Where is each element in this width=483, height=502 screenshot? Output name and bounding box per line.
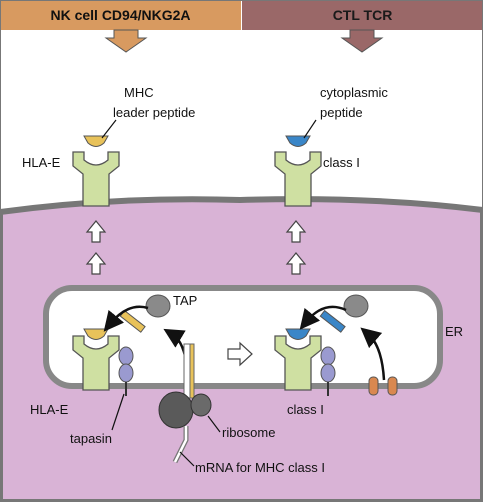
leader-peptide-er [83, 328, 109, 340]
hla-e-surface-label: HLA-E [22, 155, 61, 170]
peptide-channel [368, 376, 398, 396]
tapasin-pointer [111, 393, 125, 431]
ctl-header-arrow-icon [340, 29, 384, 53]
endoplasmic-reticulum [43, 285, 443, 389]
peptide-label: peptide [320, 105, 363, 120]
ribosome-pointer [207, 415, 221, 433]
tap-left [119, 294, 171, 333]
peptide-transport-arrow [103, 305, 149, 332]
class-i-er-label: class I [287, 402, 324, 417]
nk-cell-header: NK cell CD94/NKG2A [0, 0, 241, 30]
ctl-header-text: CTL TCR [332, 7, 393, 23]
tapasin-left [118, 346, 134, 396]
leader-peptide-surface [83, 135, 109, 147]
tap-label: TAP [173, 293, 197, 308]
leader-peptide-label: leader peptide [113, 105, 195, 120]
cytoplasmic-peptide-arrow [299, 305, 347, 330]
mhc-label: MHC [124, 85, 154, 100]
mrna-pointer [179, 451, 195, 467]
tapasin-right [320, 346, 336, 396]
cytoplasmic-peptide-pointer [303, 119, 317, 139]
cytoplasmic-peptide-er [285, 328, 311, 340]
er-label: ER [445, 324, 463, 339]
class-i-surface-label: class I [323, 155, 360, 170]
leader-peptide-pointer [101, 119, 117, 139]
hla-e-er-label: HLA-E [30, 402, 69, 417]
cytoplasmic-label: cytoplasmic [320, 85, 388, 100]
cytosol-peptide-arrow [360, 327, 386, 381]
hla-e-surface-molecule [72, 151, 120, 207]
ctl-header: CTL TCR [242, 0, 483, 30]
ribosome-label: ribosome [222, 425, 275, 440]
nascent-chain [183, 343, 195, 399]
transition-arrow-icon [227, 341, 253, 367]
tap-right [319, 294, 369, 333]
cytoplasmic-peptide-surface [285, 135, 311, 147]
tapasin-label: tapasin [70, 431, 112, 446]
ribosome-icon [158, 391, 212, 429]
mrna-label: mRNA for MHC class I [195, 460, 325, 475]
nk-cell-header-text: NK cell CD94/NKG2A [50, 7, 191, 23]
nk-header-arrow-icon [104, 29, 148, 53]
